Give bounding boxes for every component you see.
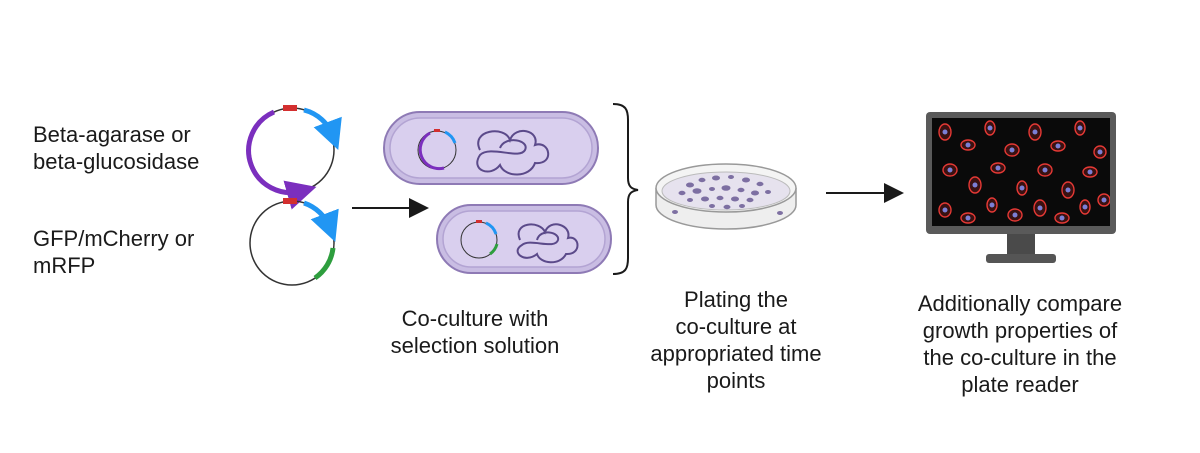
bracket-icon xyxy=(612,103,639,275)
step-label-line: selection solution xyxy=(390,333,560,358)
step-label-line: co-culture at xyxy=(675,314,797,339)
plasmid-label-enzyme: Beta-agarase or beta-glucosidase xyxy=(33,121,199,175)
bacterium-icon xyxy=(383,111,599,185)
plasmid-icon xyxy=(246,105,342,210)
plasmid-icon xyxy=(249,198,339,286)
bacterium-icon xyxy=(436,204,612,274)
step-label-line: Additionally compare xyxy=(917,291,1123,316)
step-label-reader: Additionally compare growth properties o… xyxy=(880,290,1160,398)
step-label-line: points xyxy=(706,368,766,393)
plasmid-label-line: mRFP xyxy=(33,253,96,278)
step-label-coculture: Co-culture with selection solution xyxy=(355,305,595,359)
step-label-line: Co-culture with xyxy=(401,306,549,331)
step-label-line: the co-culture in the xyxy=(923,345,1117,370)
plasmid-label-line: Beta-agarase or xyxy=(33,122,191,147)
step-label-line: growth properties of xyxy=(922,318,1118,343)
step-label-line: plate reader xyxy=(961,372,1079,397)
petri-dish-icon xyxy=(655,163,797,230)
step-label-line: appropriated time xyxy=(650,341,822,366)
plasmid-label-line: beta-glucosidase xyxy=(33,149,200,174)
step-label-line: Plating the xyxy=(684,287,788,312)
monitor-icon xyxy=(926,112,1116,263)
plasmid-label-line: GFP/mCherry or xyxy=(33,226,195,251)
plasmid-label-reporter: GFP/mCherry or mRFP xyxy=(33,225,194,279)
step-label-plating: Plating the co-culture at appropriated t… xyxy=(616,286,856,394)
